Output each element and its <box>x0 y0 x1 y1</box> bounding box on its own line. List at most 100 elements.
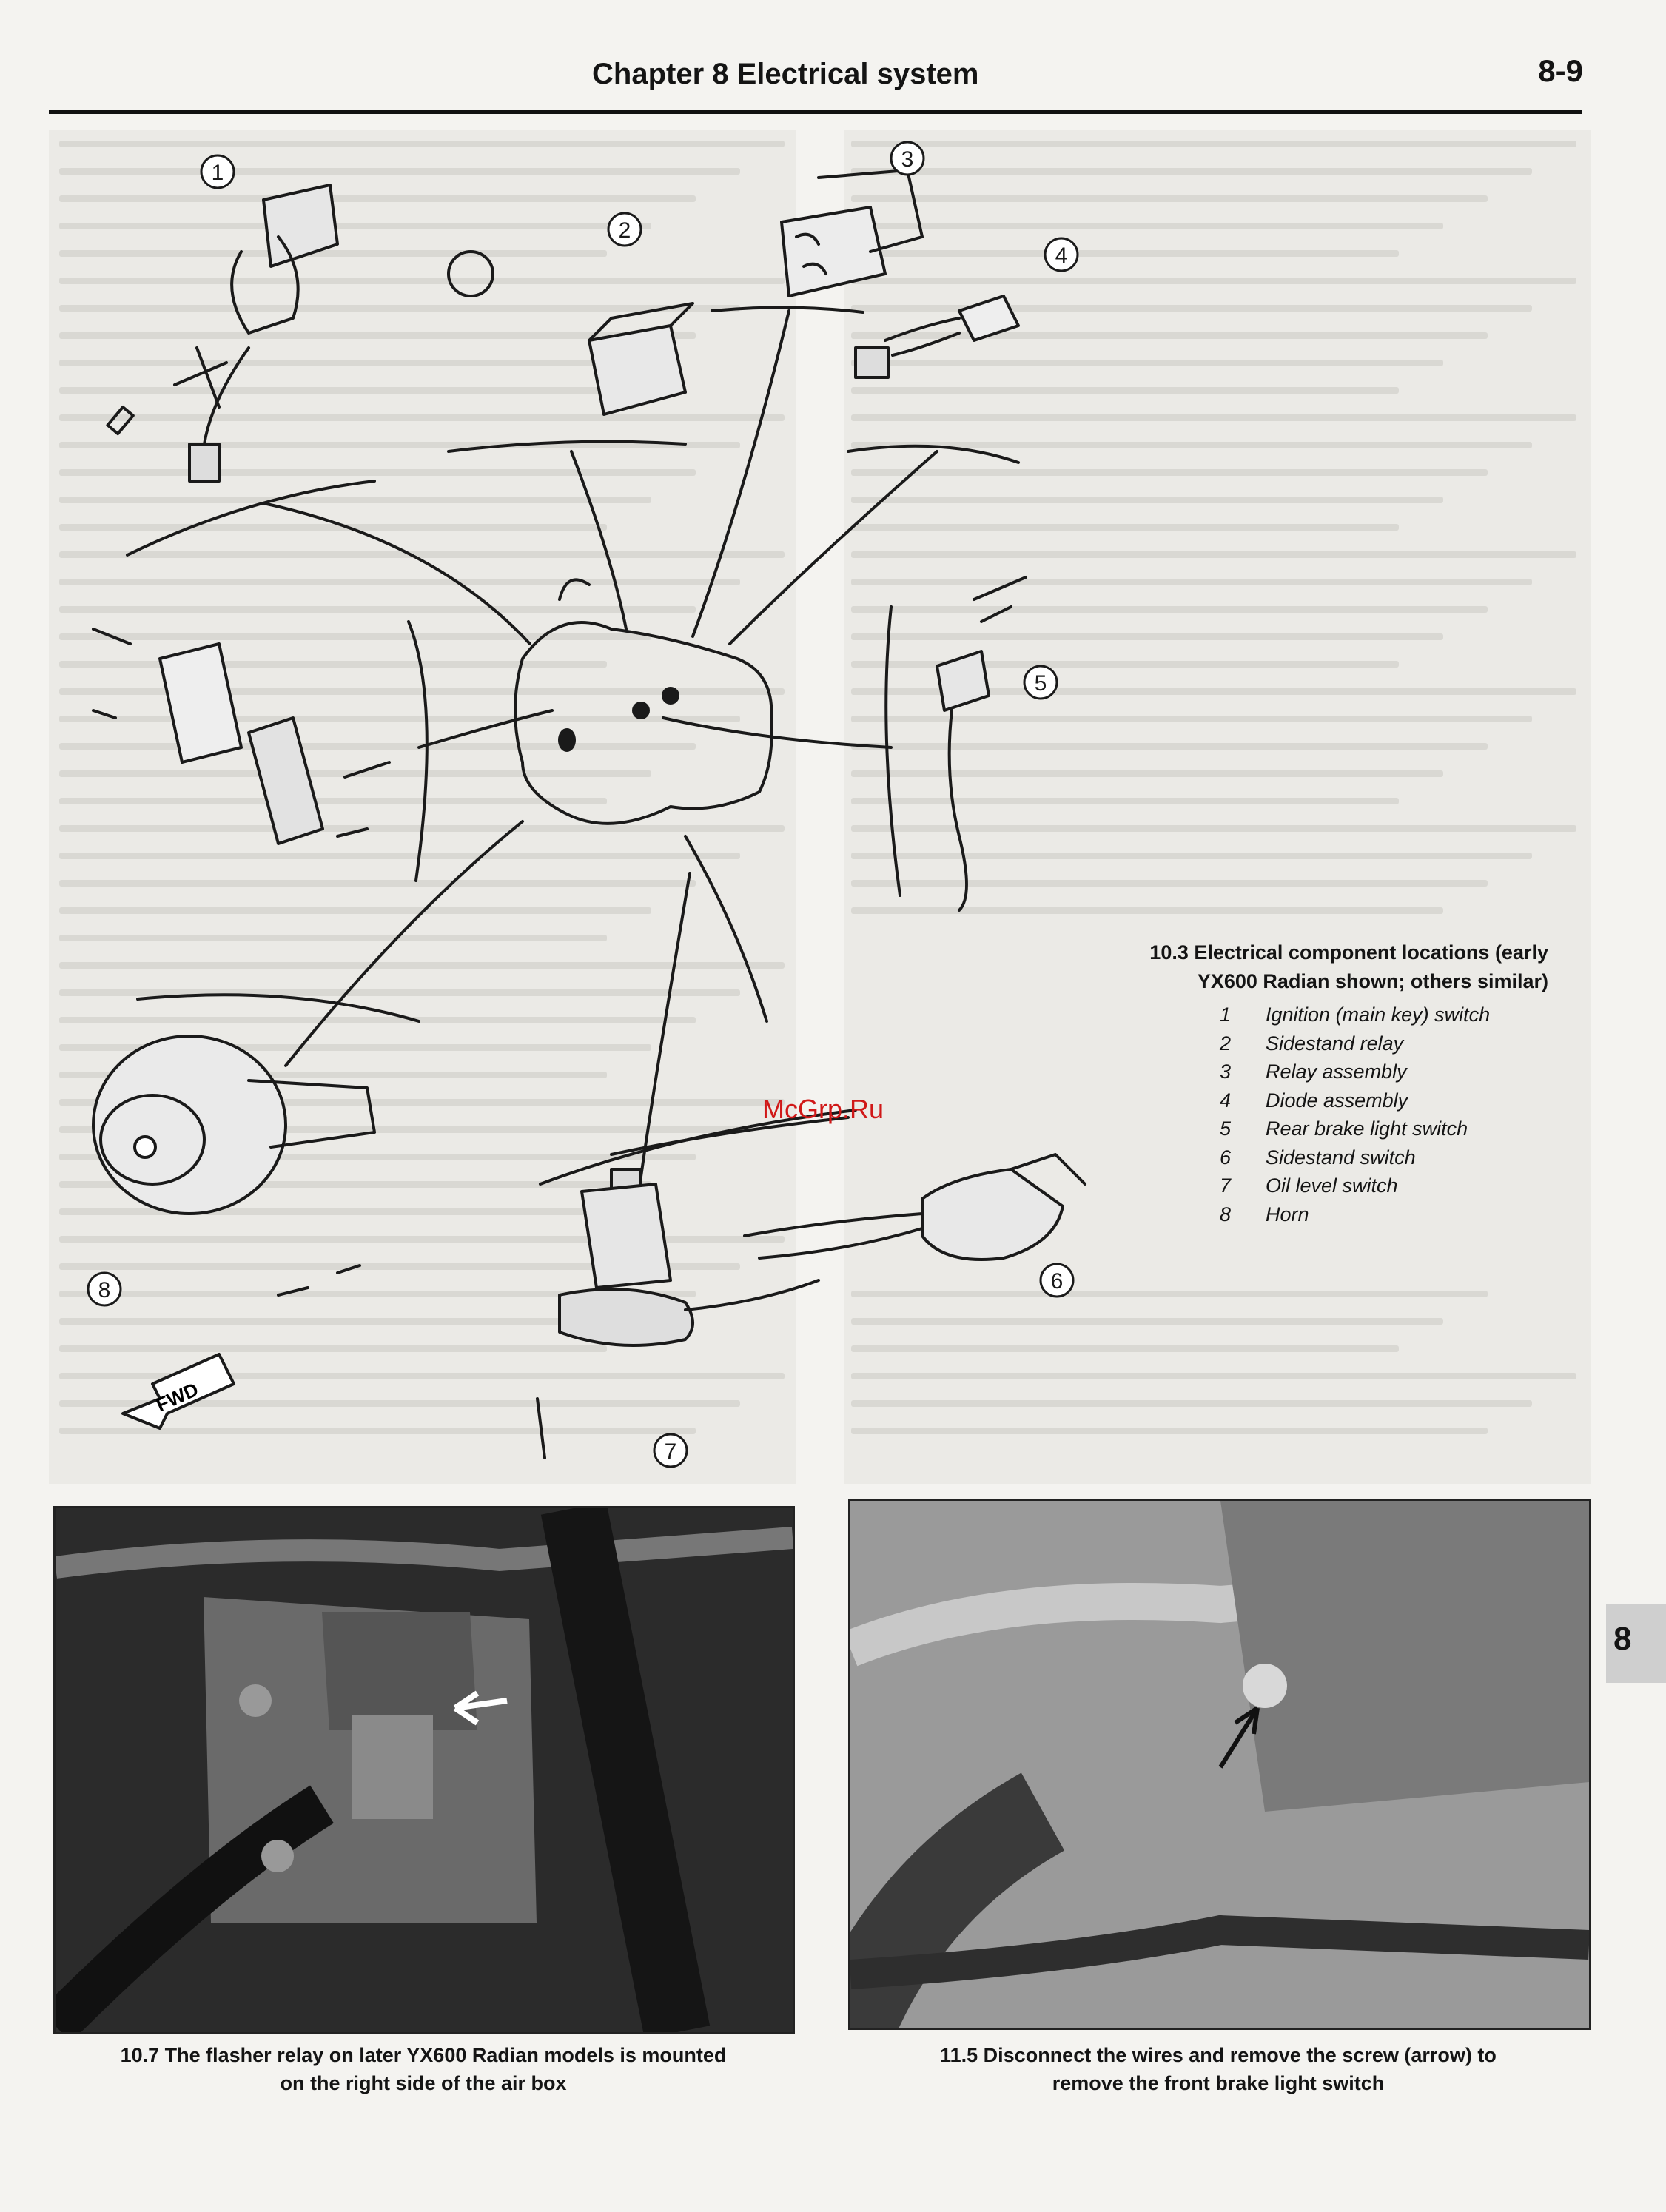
background-text-line <box>851 579 1532 585</box>
background-text-line <box>59 935 607 941</box>
diode-assembly-drawing <box>854 295 1020 379</box>
background-text-line <box>59 278 785 284</box>
background-text-line <box>851 1318 1443 1325</box>
background-text-line <box>59 360 651 366</box>
background-text-line <box>59 332 696 339</box>
background-text-line <box>851 1400 1532 1407</box>
bracket-arc-right-switch <box>884 605 901 897</box>
background-text-line <box>851 469 1488 476</box>
callout-circle-2 <box>607 212 642 247</box>
background-text-line <box>851 305 1532 312</box>
background-text-line <box>59 250 607 257</box>
fwd-arrow-icon <box>121 1353 235 1430</box>
background-text-line <box>59 716 740 722</box>
leader-line-8 <box>284 820 524 1067</box>
background-text-line <box>59 633 651 640</box>
background-text-line <box>59 1126 740 1133</box>
background-text-line <box>851 442 1532 448</box>
background-text-line <box>851 551 1576 558</box>
leader-line-4 <box>728 450 938 645</box>
caption-line-2: on the right side of the air box <box>280 2072 567 2094</box>
callout-7: 7 <box>665 1439 677 1464</box>
callout-3: 3 <box>901 147 914 172</box>
sidestand-relay-drawing <box>588 302 694 416</box>
oil-level-switch-drawing <box>536 1183 820 1459</box>
watermark: McGrp.Ru <box>762 1094 884 1124</box>
ignition-switch-drawing <box>106 184 494 483</box>
relay-assembly-drawing <box>780 169 924 297</box>
legend-label: Rear brake light switch <box>1266 1117 1468 1140</box>
callout-circle-3 <box>890 141 925 176</box>
arrow-icon <box>1218 1707 1260 1769</box>
legend-number: 5 <box>1220 1117 1232 1140</box>
background-text-line <box>851 880 1488 887</box>
background-text-line <box>851 195 1488 202</box>
chapter-title: Chapter 8 Electrical system <box>592 58 979 90</box>
bracket-arc-3 <box>711 306 864 314</box>
background-text-line <box>851 688 1576 695</box>
callout-circle-5 <box>1023 665 1058 700</box>
background-text-line <box>59 853 740 859</box>
horn-drawing <box>92 1035 376 1297</box>
leader-line-1 <box>262 502 531 645</box>
chapter-tab-number: 8 <box>1613 1621 1632 1657</box>
callout-6: 6 <box>1051 1269 1064 1294</box>
rear-brake-light-switch-drawing <box>936 576 1027 912</box>
leader-line-horn-bracket <box>417 709 554 749</box>
background-text-line <box>59 387 607 394</box>
background-text-line <box>59 880 696 887</box>
background-text-line <box>851 497 1443 503</box>
callout-4: 4 <box>1055 243 1068 268</box>
background-text-line <box>59 962 785 969</box>
background-text-line <box>59 688 785 695</box>
sidestand-switch-drawing <box>610 1116 1086 1261</box>
background-text-line <box>59 1181 651 1188</box>
bracket-arc-left-horn <box>407 620 429 882</box>
lens-bracket-drawing <box>92 628 391 845</box>
callout-8: 8 <box>98 1278 111 1302</box>
caption-line-1: 10.3 Electrical component locations (ear… <box>1149 941 1548 964</box>
background-text-line <box>59 469 696 476</box>
background-text-line <box>59 141 785 147</box>
frame-detail <box>558 578 591 601</box>
background-text-line <box>59 606 696 613</box>
background-text-line <box>851 1291 1488 1297</box>
arrow-icon <box>454 1698 508 1711</box>
background-text-line <box>851 278 1576 284</box>
legend-number: 2 <box>1220 1032 1232 1055</box>
background-text-line <box>59 661 607 668</box>
header-rule <box>49 110 1582 114</box>
background-text-line <box>851 798 1399 804</box>
legend-item: 5 Rear brake light switch <box>1220 1115 1490 1143</box>
legend-number: 6 <box>1220 1146 1232 1169</box>
background-text-line <box>59 989 740 996</box>
background-text-line <box>851 168 1532 175</box>
frame-bolt-3 <box>662 687 679 705</box>
callout-5: 5 <box>1035 671 1047 696</box>
bracket-arc-2 <box>447 440 687 453</box>
legend-label: Ignition (main key) switch <box>1266 1004 1491 1026</box>
background-text-line <box>851 524 1399 531</box>
caption-line-2: YX600 Radian shown; others similar) <box>1197 970 1548 992</box>
background-text-line <box>59 551 785 558</box>
callout-2: 2 <box>619 218 631 243</box>
legend-label: Horn <box>1266 1203 1309 1226</box>
background-text-line <box>851 661 1399 668</box>
background-text-line <box>851 223 1443 229</box>
legend-label: Diode assembly <box>1266 1089 1408 1112</box>
background-text-line <box>59 1236 785 1243</box>
background-text-line <box>851 716 1532 722</box>
background-text-line <box>851 414 1576 421</box>
legend-label: Oil level switch <box>1266 1174 1398 1197</box>
legend-label: Sidestand relay <box>1266 1032 1404 1055</box>
background-text-line <box>851 633 1443 640</box>
leader-line-5 <box>662 716 893 749</box>
leader-line-6 <box>684 835 768 1023</box>
background-text-line <box>59 442 740 448</box>
background-text-line <box>59 414 785 421</box>
flasher-relay <box>352 1715 433 1819</box>
page-number: 8-9 <box>1538 53 1583 88</box>
